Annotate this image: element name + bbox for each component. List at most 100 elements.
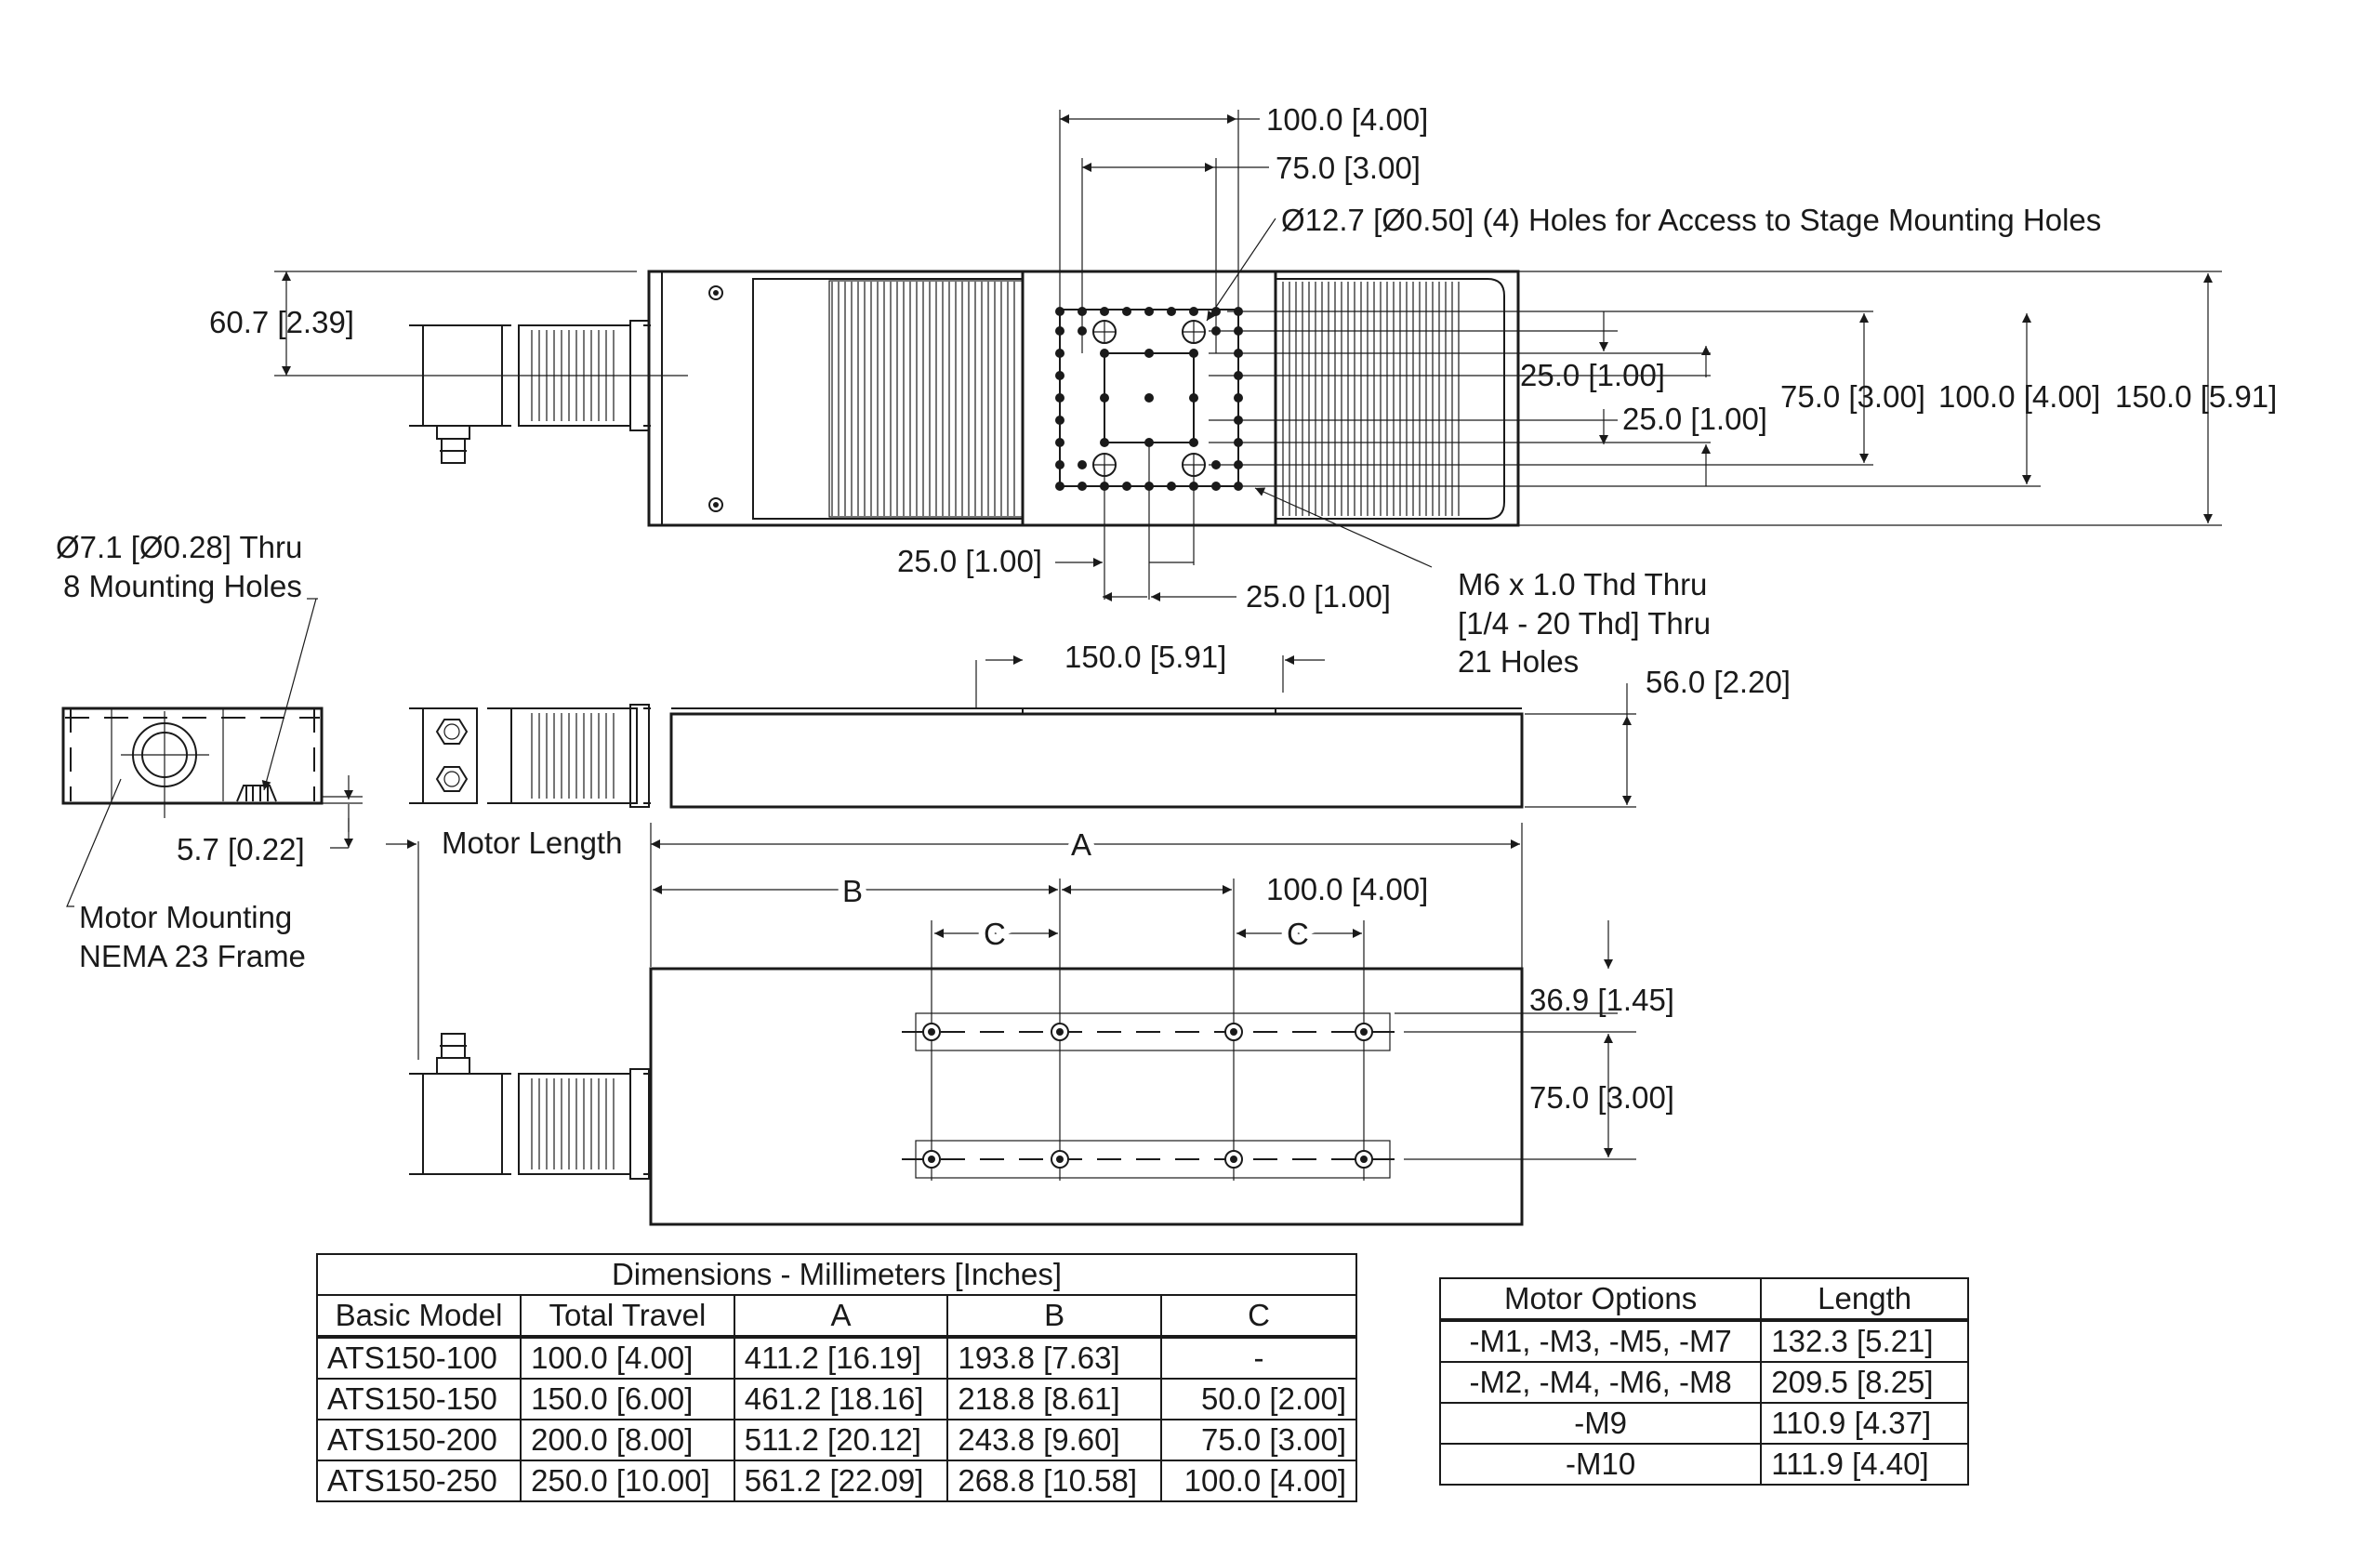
table-cell: 75.0 [3.00] [1159, 1419, 1358, 1461]
header-basic-model: Basic Model [315, 1294, 522, 1338]
bottom-motor-body [422, 1073, 503, 1175]
dim-pitch-y1: 25.0 [1.00] [1520, 358, 1665, 392]
dim-right-100: 100.0 [4.00] [1938, 379, 2100, 414]
mounting-hole [1100, 307, 1109, 316]
table-cell: 461.2 [18.16] [733, 1378, 949, 1420]
mounting-hole [1055, 482, 1064, 491]
rail-hole-center [1056, 1156, 1064, 1163]
dimensions-table-title: Dimensions - Millimeters [Inches] [316, 1253, 1357, 1296]
side-view [409, 655, 1636, 809]
side-motor-block [422, 707, 478, 804]
top-motor-connector [436, 426, 470, 464]
end-view-mount-hole [236, 785, 277, 802]
dim-b-label: B [842, 874, 863, 908]
table-cell: 243.8 [9.60] [946, 1419, 1162, 1461]
table-row: ATS150-200 200.0 [8.00] 511.2 [20.12] 24… [315, 1419, 1358, 1461]
mounting-hole [1122, 482, 1131, 491]
top-left-bellows-ribs [831, 282, 1015, 516]
mounting-hole [1100, 349, 1109, 358]
table-cell: 132.3 [5.21] [1760, 1319, 1969, 1363]
table-cell: 200.0 [8.00] [520, 1419, 735, 1461]
table-row: ATS150-150 150.0 [6.00] 461.2 [18.16] 21… [315, 1378, 1358, 1420]
end-view [61, 598, 363, 907]
table-cell: 111.9 [4.40] [1760, 1443, 1969, 1486]
dim-side-150: 150.0 [5.91] [1064, 640, 1226, 674]
end-view-body [61, 707, 324, 805]
table-row: -M9 110.9 [4.37] [1438, 1402, 1969, 1445]
table-cell: 209.5 [8.25] [1760, 1361, 1969, 1404]
rail-hole-center [1230, 1028, 1237, 1036]
dim-top-75: 75.0 [3.00] [1276, 151, 1421, 185]
table-row: ATS150-100 100.0 [4.00] 411.2 [16.19] 19… [315, 1336, 1358, 1380]
mounting-hole [1055, 371, 1064, 380]
table-cell: 411.2 [16.19] [733, 1336, 949, 1380]
dim-c2-label: C [1287, 917, 1309, 951]
dim-pitch-x2: 25.0 [1.00] [1246, 579, 1391, 614]
table-cell: ATS150-150 [315, 1378, 522, 1420]
top-right-bellows-ribs [1282, 282, 1460, 516]
table-cell: ATS150-250 [315, 1460, 522, 1502]
motor-length-label: Motor Length [442, 826, 622, 860]
table-cell: 218.8 [8.61] [946, 1378, 1162, 1420]
bottom-view [386, 823, 1636, 1226]
table-cell: 150.0 [6.00] [520, 1378, 735, 1420]
table-cell: -M2, -M4, -M6, -M8 [1438, 1361, 1763, 1404]
table-cell: -M9 [1438, 1402, 1763, 1445]
top-right-bellows [1276, 278, 1505, 520]
mount-holes-note-line2: 8 Mounting Holes [63, 569, 302, 603]
dim-pitch-x1: 25.0 [1.00] [897, 544, 1042, 578]
rail-hole-center [1360, 1156, 1368, 1163]
side-motor-nut-1 [435, 719, 469, 745]
mounting-hole [1144, 307, 1154, 316]
rail-hole-center [1230, 1156, 1237, 1163]
table-cell: -M1, -M3, -M5, -M7 [1438, 1319, 1763, 1363]
table-cell: - [1159, 1336, 1358, 1380]
table-row: -M2, -M4, -M6, -M8 209.5 [8.25] [1438, 1361, 1969, 1404]
rail-hole-center [1360, 1028, 1368, 1036]
mounting-hole [1189, 349, 1198, 358]
mounting-hole [1189, 438, 1198, 447]
mounting-hole [1055, 460, 1064, 469]
thread-note-line2: [1/4 - 20 Thd] Thru [1458, 606, 1711, 641]
dim-bottom-100: 100.0 [4.00] [1266, 872, 1428, 906]
mounting-hole [1122, 307, 1131, 316]
mounting-hole [1055, 416, 1064, 425]
table-cell: 511.2 [20.12] [733, 1419, 949, 1461]
mounting-hole [1055, 326, 1064, 336]
mounting-hole [1055, 393, 1064, 403]
table-cell: 100.0 [4.00] [1159, 1460, 1358, 1502]
bottom-motor-connector [436, 1033, 470, 1074]
table-row: -M1, -M3, -M5, -M7 132.3 [5.21] [1438, 1319, 1969, 1363]
access-hole-2 [1182, 320, 1206, 344]
rail-hole-center [928, 1156, 935, 1163]
access-holes-note: Ø12.7 [Ø0.50] (4) Holes for Access to St… [1281, 203, 2101, 237]
table-row: -M10 111.9 [4.40] [1438, 1443, 1969, 1486]
dim-c1-label: C [984, 917, 1006, 951]
table-cell: 193.8 [7.63] [946, 1336, 1162, 1380]
table-cell: 250.0 [10.00] [520, 1460, 735, 1502]
mount-holes-note-line1: Ø7.1 [Ø0.28] Thru [56, 530, 302, 564]
mounting-hole [1100, 393, 1109, 403]
mounting-hole [1055, 349, 1064, 358]
header-b: B [946, 1294, 1162, 1338]
dim-height-56: 56.0 [2.20] [1646, 665, 1791, 699]
thread-note-line3: 21 Holes [1458, 644, 1579, 679]
header-a: A [733, 1294, 949, 1338]
access-hole-1 [1092, 320, 1117, 344]
table-cell: 110.9 [4.37] [1760, 1402, 1969, 1445]
bottom-stage-body [649, 967, 1524, 1226]
header-motor-options: Motor Options [1438, 1277, 1763, 1321]
side-stage-body [669, 712, 1524, 809]
side-motor-nut-2 [435, 766, 469, 792]
dim-right-75: 75.0 [3.00] [1780, 379, 1925, 414]
rail-hole-center [1056, 1028, 1064, 1036]
header-c: C [1159, 1294, 1358, 1338]
mounting-hole [1144, 349, 1154, 358]
header-total-travel: Total Travel [520, 1294, 735, 1338]
mounting-hole [1144, 393, 1154, 403]
top-view [274, 110, 2222, 601]
motor-table-header: Motor Options Length [1438, 1277, 1969, 1321]
table-cell: ATS150-200 [315, 1419, 522, 1461]
table-cell: 100.0 [4.00] [520, 1336, 735, 1380]
mounting-hole [1078, 460, 1087, 469]
